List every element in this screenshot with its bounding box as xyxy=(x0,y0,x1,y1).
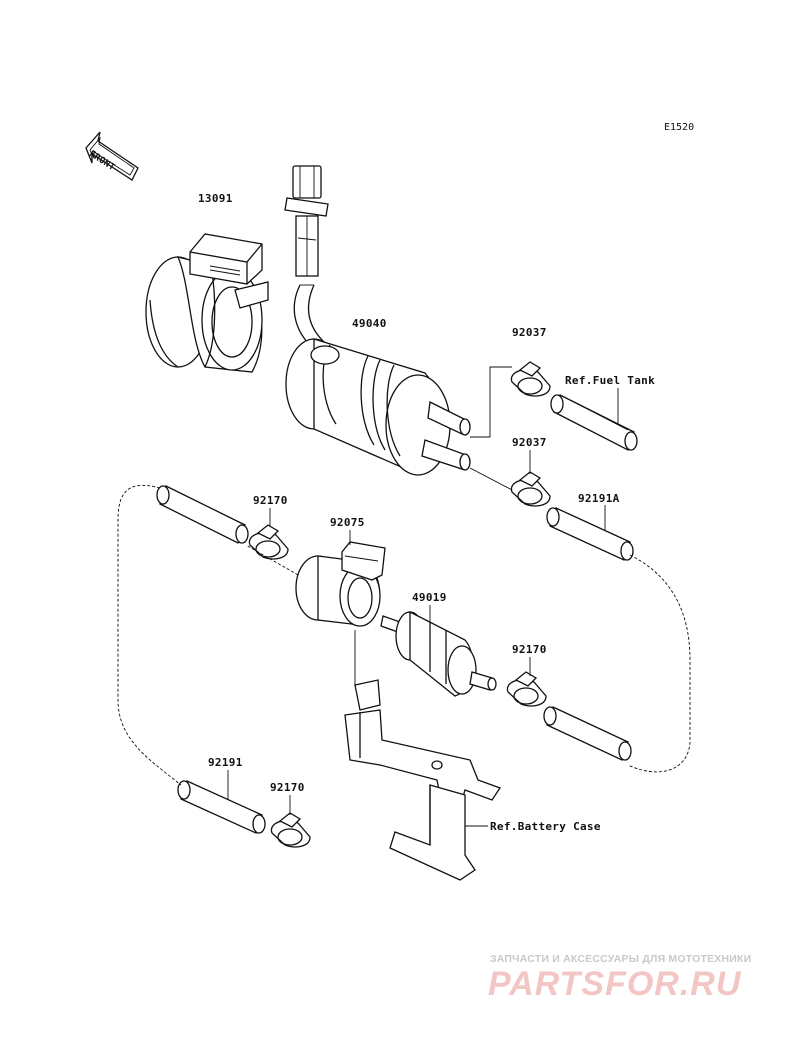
dashed-route-left xyxy=(117,484,182,786)
fuel-hose-left-upper xyxy=(156,485,249,544)
label-ref-fuel-tank: Ref.Fuel Tank xyxy=(565,374,655,387)
fuel-hose-right-lower xyxy=(543,706,632,761)
label-49019: 49019 xyxy=(412,591,447,604)
filter-bracket-92075 xyxy=(295,541,386,627)
label-ref-battery-case: Ref.Battery Case xyxy=(490,820,601,833)
label-92191: 92191 xyxy=(208,756,243,769)
leader-92037-upper xyxy=(470,366,512,438)
watermark-logo: PARTSFOR.RU xyxy=(488,965,742,1003)
fuel-pump-49040 xyxy=(285,338,471,476)
label-92170-left: 92170 xyxy=(253,494,288,507)
hose-clip-92170-bottom xyxy=(270,812,311,848)
label-92170-right: 92170 xyxy=(512,643,547,656)
hose-clip-92170-left xyxy=(248,524,289,560)
fuel-hose-92191a xyxy=(546,507,634,561)
battery-case-bracket xyxy=(344,630,501,881)
watermark-subtitle: ЗАПЧАСТИ И АКСЕССУАРЫ ДЛЯ МОТОТЕХНИКИ xyxy=(490,953,752,965)
hose-clip-92037-lower xyxy=(510,471,551,507)
label-92191a: 92191A xyxy=(578,492,620,505)
front-arrow-icon xyxy=(85,131,139,181)
label-92037-upper: 92037 xyxy=(512,326,547,339)
dashed-route-filter xyxy=(245,544,299,576)
pump-connector-wire xyxy=(284,165,329,351)
fuel-filter-49019 xyxy=(380,610,497,697)
fuel-hose-92191 xyxy=(177,780,266,834)
dashed-route-right xyxy=(627,554,691,773)
leader-pump-to-clip xyxy=(469,467,513,491)
sheet-code: E1520 xyxy=(664,122,695,133)
hose-clip-92170-right xyxy=(506,671,547,707)
fuel-tank-hose xyxy=(550,394,638,451)
hose-clip-92037-upper xyxy=(510,361,551,397)
label-92170-bottom: 92170 xyxy=(270,781,305,794)
fuel-pump-bracket-13091 xyxy=(145,233,269,373)
label-92037-lower: 92037 xyxy=(512,436,547,449)
label-49040: 49040 xyxy=(352,317,387,330)
label-13091: 13091 xyxy=(198,192,233,205)
label-92075: 92075 xyxy=(330,516,365,529)
